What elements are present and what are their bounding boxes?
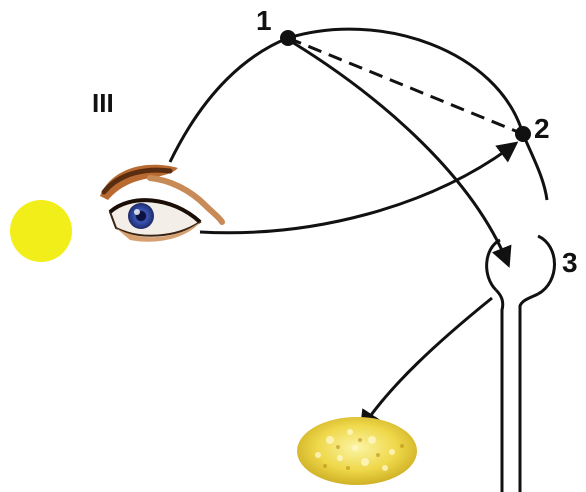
node-2-label: 2	[534, 113, 550, 144]
node-1-dot	[280, 30, 296, 46]
group-label: III	[92, 88, 114, 118]
blob-icon	[297, 417, 417, 485]
node-3-label: 3	[562, 247, 578, 278]
stalk-structure	[485, 234, 556, 492]
curve-eye-to-1	[168, 36, 289, 163]
arrow-3-to-blob	[359, 296, 493, 432]
arrow-eye-to-2	[199, 141, 519, 235]
curve-1-to-2	[287, 27, 525, 135]
eye-icon	[100, 164, 225, 242]
arrow-1-to-3	[291, 40, 512, 268]
node-2-dot	[515, 126, 531, 142]
sun-icon	[10, 200, 72, 262]
node-1-label: 1	[256, 5, 272, 36]
dashed-1-to-2	[287, 36, 524, 136]
